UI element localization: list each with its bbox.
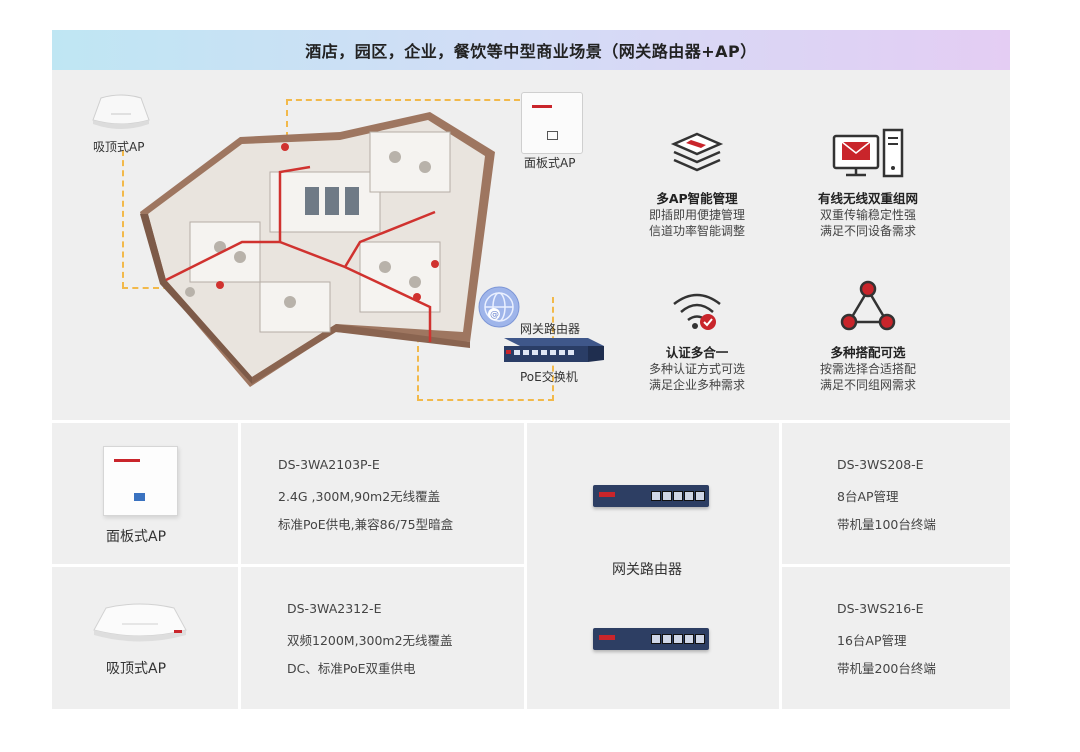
panel-ap-label: 面板式AP — [524, 156, 576, 170]
feature-line: 双重传输稳定性强 — [819, 208, 916, 222]
router-brand-logo — [599, 492, 615, 497]
ethernet-port-icon — [547, 131, 558, 140]
network-triangle-icon — [840, 280, 896, 331]
feature-title: 有线无线双重组网 — [817, 191, 918, 206]
dashed-line-ceiling-ap-h — [122, 287, 190, 289]
router2-spec-cell — [782, 567, 1010, 709]
wifi-check-icon — [673, 293, 721, 330]
panel-ap-spec-cell — [241, 423, 524, 564]
panel-ap-model: DS-3WA2103P-E — [278, 457, 380, 472]
banner-title: 酒店，园区，企业，餐饮等中型商业场景（网关路由器+AP） — [305, 42, 757, 61]
dashed-line-ceiling-ap — [122, 150, 124, 288]
layers-icon — [670, 132, 724, 172]
panel-ap-spec-coverage: 2.4G ,300M,90m2无线覆盖 — [278, 489, 441, 504]
feature-line: 满足企业多种需求 — [648, 378, 745, 392]
feature-flexible-combination: 多种搭配可选 按需选择合适搭配 满足不同组网需求 — [798, 272, 938, 393]
router2-model: DS-3WS216-E — [837, 601, 924, 616]
router1-spec-cell — [782, 423, 1010, 564]
router2-spec-ap: 16台AP管理 — [837, 633, 907, 648]
router-image-cell — [527, 423, 779, 709]
feature-title: 多种搭配可选 — [830, 345, 906, 360]
feature-line: 即插即用便捷管理 — [648, 208, 745, 222]
gateway-router-image-top — [593, 485, 709, 507]
ceiling-ap-caption: 吸顶式AP — [106, 661, 167, 677]
router1-model: DS-3WS208-E — [837, 457, 924, 472]
ethernet-port-icon — [134, 493, 145, 501]
gateway-router-image-bottom — [593, 628, 709, 650]
panel-ap-caption: 面板式AP — [106, 529, 167, 545]
feature-title: 认证多合一 — [665, 345, 729, 360]
feature-line: 满足不同组网需求 — [819, 378, 916, 392]
ceiling-ap-label: 吸顶式AP — [93, 140, 145, 154]
feature-multi-ap-management: 多AP智能管理 即插即用便捷管理 信道功率智能调整 — [627, 118, 767, 239]
feature-line: 多种认证方式可选 — [648, 362, 745, 376]
panel-ap-spec-power: 标准PoE供电,兼容86/75型暗盒 — [278, 517, 454, 532]
feature-line: 信道功率智能调整 — [648, 224, 745, 238]
gateway-router-caption: 网关路由器 — [612, 562, 682, 578]
office-floorplan-illustration — [140, 112, 495, 387]
gateway-router-label: 网关路由器 — [520, 322, 581, 336]
feature-title: 多AP智能管理 — [656, 191, 738, 206]
ceiling-ap-model: DS-3WA2312-E — [287, 601, 382, 616]
title-banner: 酒店，园区，企业，餐饮等中型商业场景（网关路由器+AP） — [52, 30, 1010, 70]
ceiling-ap-spec-power: DC、标准PoE双重供电 — [287, 661, 416, 676]
panel-ap-device — [521, 92, 583, 154]
poe-switch-label: PoE交换机 — [520, 370, 578, 384]
globe-icon: @ — [478, 286, 520, 328]
svg-text:@: @ — [490, 310, 499, 320]
panel-ap-product-image — [103, 446, 178, 516]
router-brand-logo — [599, 635, 615, 640]
computer-mail-icon — [832, 128, 904, 178]
feature-line: 按需选择合适搭配 — [819, 362, 916, 376]
router1-spec-ap: 8台AP管理 — [837, 489, 899, 504]
panel-ap-logo — [532, 105, 552, 108]
dashed-line-panel-ap — [286, 99, 520, 149]
feature-line: 满足不同设备需求 — [819, 224, 916, 238]
feature-wired-wireless: 有线无线双重组网 双重传输稳定性强 满足不同设备需求 — [798, 118, 938, 239]
ceiling-ap-spec-cell — [241, 567, 524, 709]
ceiling-ap-spec-coverage: 双频1200M,300m2无线覆盖 — [287, 633, 453, 648]
router1-spec-clients: 带机量100台终端 — [837, 517, 936, 532]
router2-spec-clients: 带机量200台终端 — [837, 661, 936, 676]
feature-auth-all-in-one: 认证多合一 多种认证方式可选 满足企业多种需求 — [627, 272, 767, 393]
ceiling-ap-icon — [92, 94, 150, 129]
ceiling-ap-product-image — [93, 603, 187, 642]
panel-ap-brand-logo — [114, 459, 140, 462]
poe-switch-device — [504, 338, 604, 362]
